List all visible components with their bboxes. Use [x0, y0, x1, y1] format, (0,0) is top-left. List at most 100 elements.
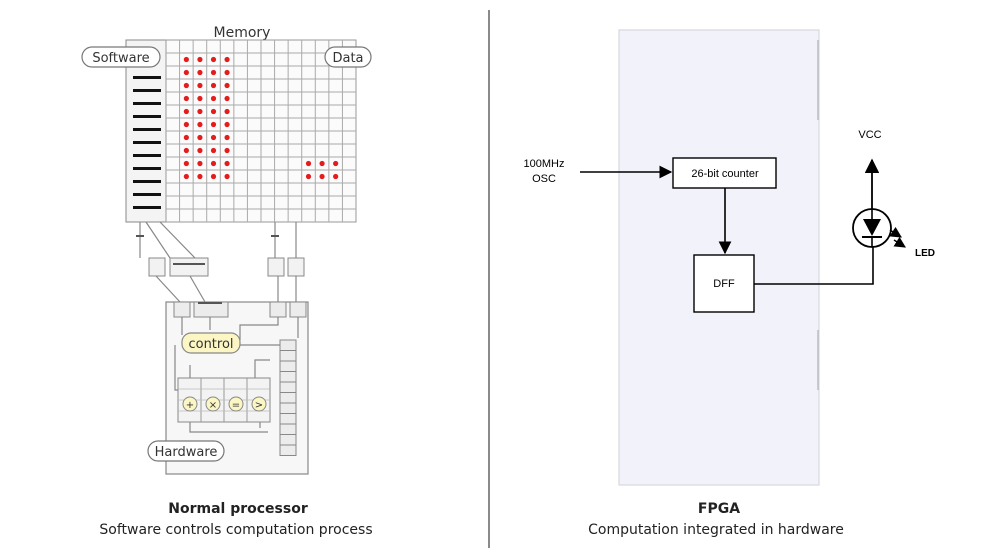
- data-dot: [210, 121, 217, 128]
- instruction-bar: [133, 180, 161, 183]
- alu-op-circle: [251, 396, 267, 412]
- data-dot: [197, 160, 203, 167]
- data-dot: [224, 134, 230, 141]
- alu-op-circle: [182, 396, 198, 412]
- left-caption-title: Normal processor: [168, 501, 308, 517]
- data-dot: [210, 69, 217, 76]
- control-label: control: [188, 337, 233, 352]
- data-dot: [305, 173, 312, 180]
- data-dot: [197, 134, 203, 141]
- instruction-bar: [133, 89, 161, 92]
- right-caption-title: FPGA: [698, 501, 740, 517]
- bus-buffers: [148, 257, 305, 277]
- alu-op-symbol: +: [186, 400, 194, 411]
- data-dot: [197, 69, 203, 76]
- data-dot: [210, 134, 217, 141]
- data-dot: [333, 160, 339, 167]
- led-emission-arrows: [889, 226, 906, 248]
- hardware-label-pill: [147, 440, 225, 462]
- data-dot: [210, 56, 217, 63]
- register-cell: [279, 444, 297, 456]
- register-cell: [279, 381, 297, 393]
- instruction-bar: [133, 154, 161, 157]
- register-cell: [279, 413, 297, 425]
- memory-data-dots: [183, 56, 339, 180]
- data-dot: [224, 56, 230, 63]
- left-caption-subtitle: Software controls computation process: [99, 522, 372, 538]
- memory-grid-lines: [166, 40, 356, 222]
- register-cell: [279, 360, 297, 372]
- dff-to-led-wire: [754, 246, 874, 285]
- alu-op-circle: [228, 396, 244, 412]
- memory-label: Memory: [214, 25, 271, 41]
- right-caption-subtitle: Computation integrated in hardware: [588, 522, 844, 538]
- data-dot: [210, 95, 217, 102]
- software-label-pill: [81, 46, 161, 68]
- data-dot: [224, 108, 230, 115]
- osc-label-line1: 100MHz: [524, 158, 565, 170]
- data-dot: [197, 147, 203, 154]
- data-dot: [197, 121, 203, 128]
- software-label: Software: [92, 51, 149, 66]
- data-dot: [224, 173, 230, 180]
- dff-block: [693, 254, 755, 313]
- data-dot: [224, 82, 230, 89]
- hardware-input-ports: [173, 301, 307, 318]
- bus-ticks: [136, 235, 279, 265]
- instruction-bar: [133, 167, 161, 170]
- data-dot: [224, 147, 230, 154]
- instruction-bar: [133, 206, 161, 209]
- data-dot: [224, 160, 230, 167]
- alu-op-symbol: =: [232, 400, 240, 411]
- data-dot: [210, 173, 217, 180]
- hardware-wires: [174, 317, 299, 433]
- normal-processor-diagram: Memory Software Data: [81, 25, 373, 538]
- data-dot: [210, 82, 217, 89]
- osc-label-line2: OSC: [532, 173, 556, 185]
- led-label: LED: [915, 248, 935, 259]
- instruction-bar: [133, 76, 161, 79]
- data-dot: [319, 173, 325, 180]
- bus-wires: [139, 221, 297, 303]
- register-cell: [279, 434, 297, 446]
- data-dot: [305, 160, 312, 167]
- data-dot: [183, 173, 189, 180]
- register-cell: [279, 339, 297, 351]
- data-dot: [197, 108, 203, 115]
- alu-op-circle: [205, 396, 221, 412]
- register-cell: [279, 402, 297, 414]
- alu-op-symbol: ×: [209, 400, 217, 411]
- data-dot: [224, 95, 230, 102]
- data-dot: [183, 134, 189, 141]
- register-cell: [279, 371, 297, 383]
- data-dot: [183, 56, 189, 63]
- data-dot: [210, 108, 217, 115]
- data-label: Data: [332, 51, 363, 66]
- data-dot: [197, 173, 203, 180]
- data-dot: [197, 95, 203, 102]
- data-dot: [210, 147, 217, 154]
- data-dot: [224, 69, 230, 76]
- vcc-label: VCC: [858, 129, 881, 141]
- data-dot: [197, 82, 203, 89]
- alu-op-symbol: >: [255, 400, 263, 411]
- register-stack: [279, 339, 297, 456]
- led-symbol: [852, 208, 892, 248]
- instruction-bar: [133, 102, 161, 105]
- data-dot: [319, 160, 325, 167]
- instruction-bar: [133, 193, 161, 196]
- instruction-bar: [133, 128, 161, 131]
- data-dot: [183, 82, 189, 89]
- instruction-bar: [133, 115, 161, 118]
- hardware-label: Hardware: [155, 445, 218, 460]
- data-dot: [333, 173, 339, 180]
- instruction-bar: [133, 141, 161, 144]
- data-dot: [183, 121, 189, 128]
- alu-operators: + × = >: [182, 396, 267, 412]
- register-cell: [279, 392, 297, 404]
- register-cell: [279, 350, 297, 362]
- data-dot: [183, 147, 189, 154]
- data-dot: [183, 69, 189, 76]
- data-dot: [224, 121, 230, 128]
